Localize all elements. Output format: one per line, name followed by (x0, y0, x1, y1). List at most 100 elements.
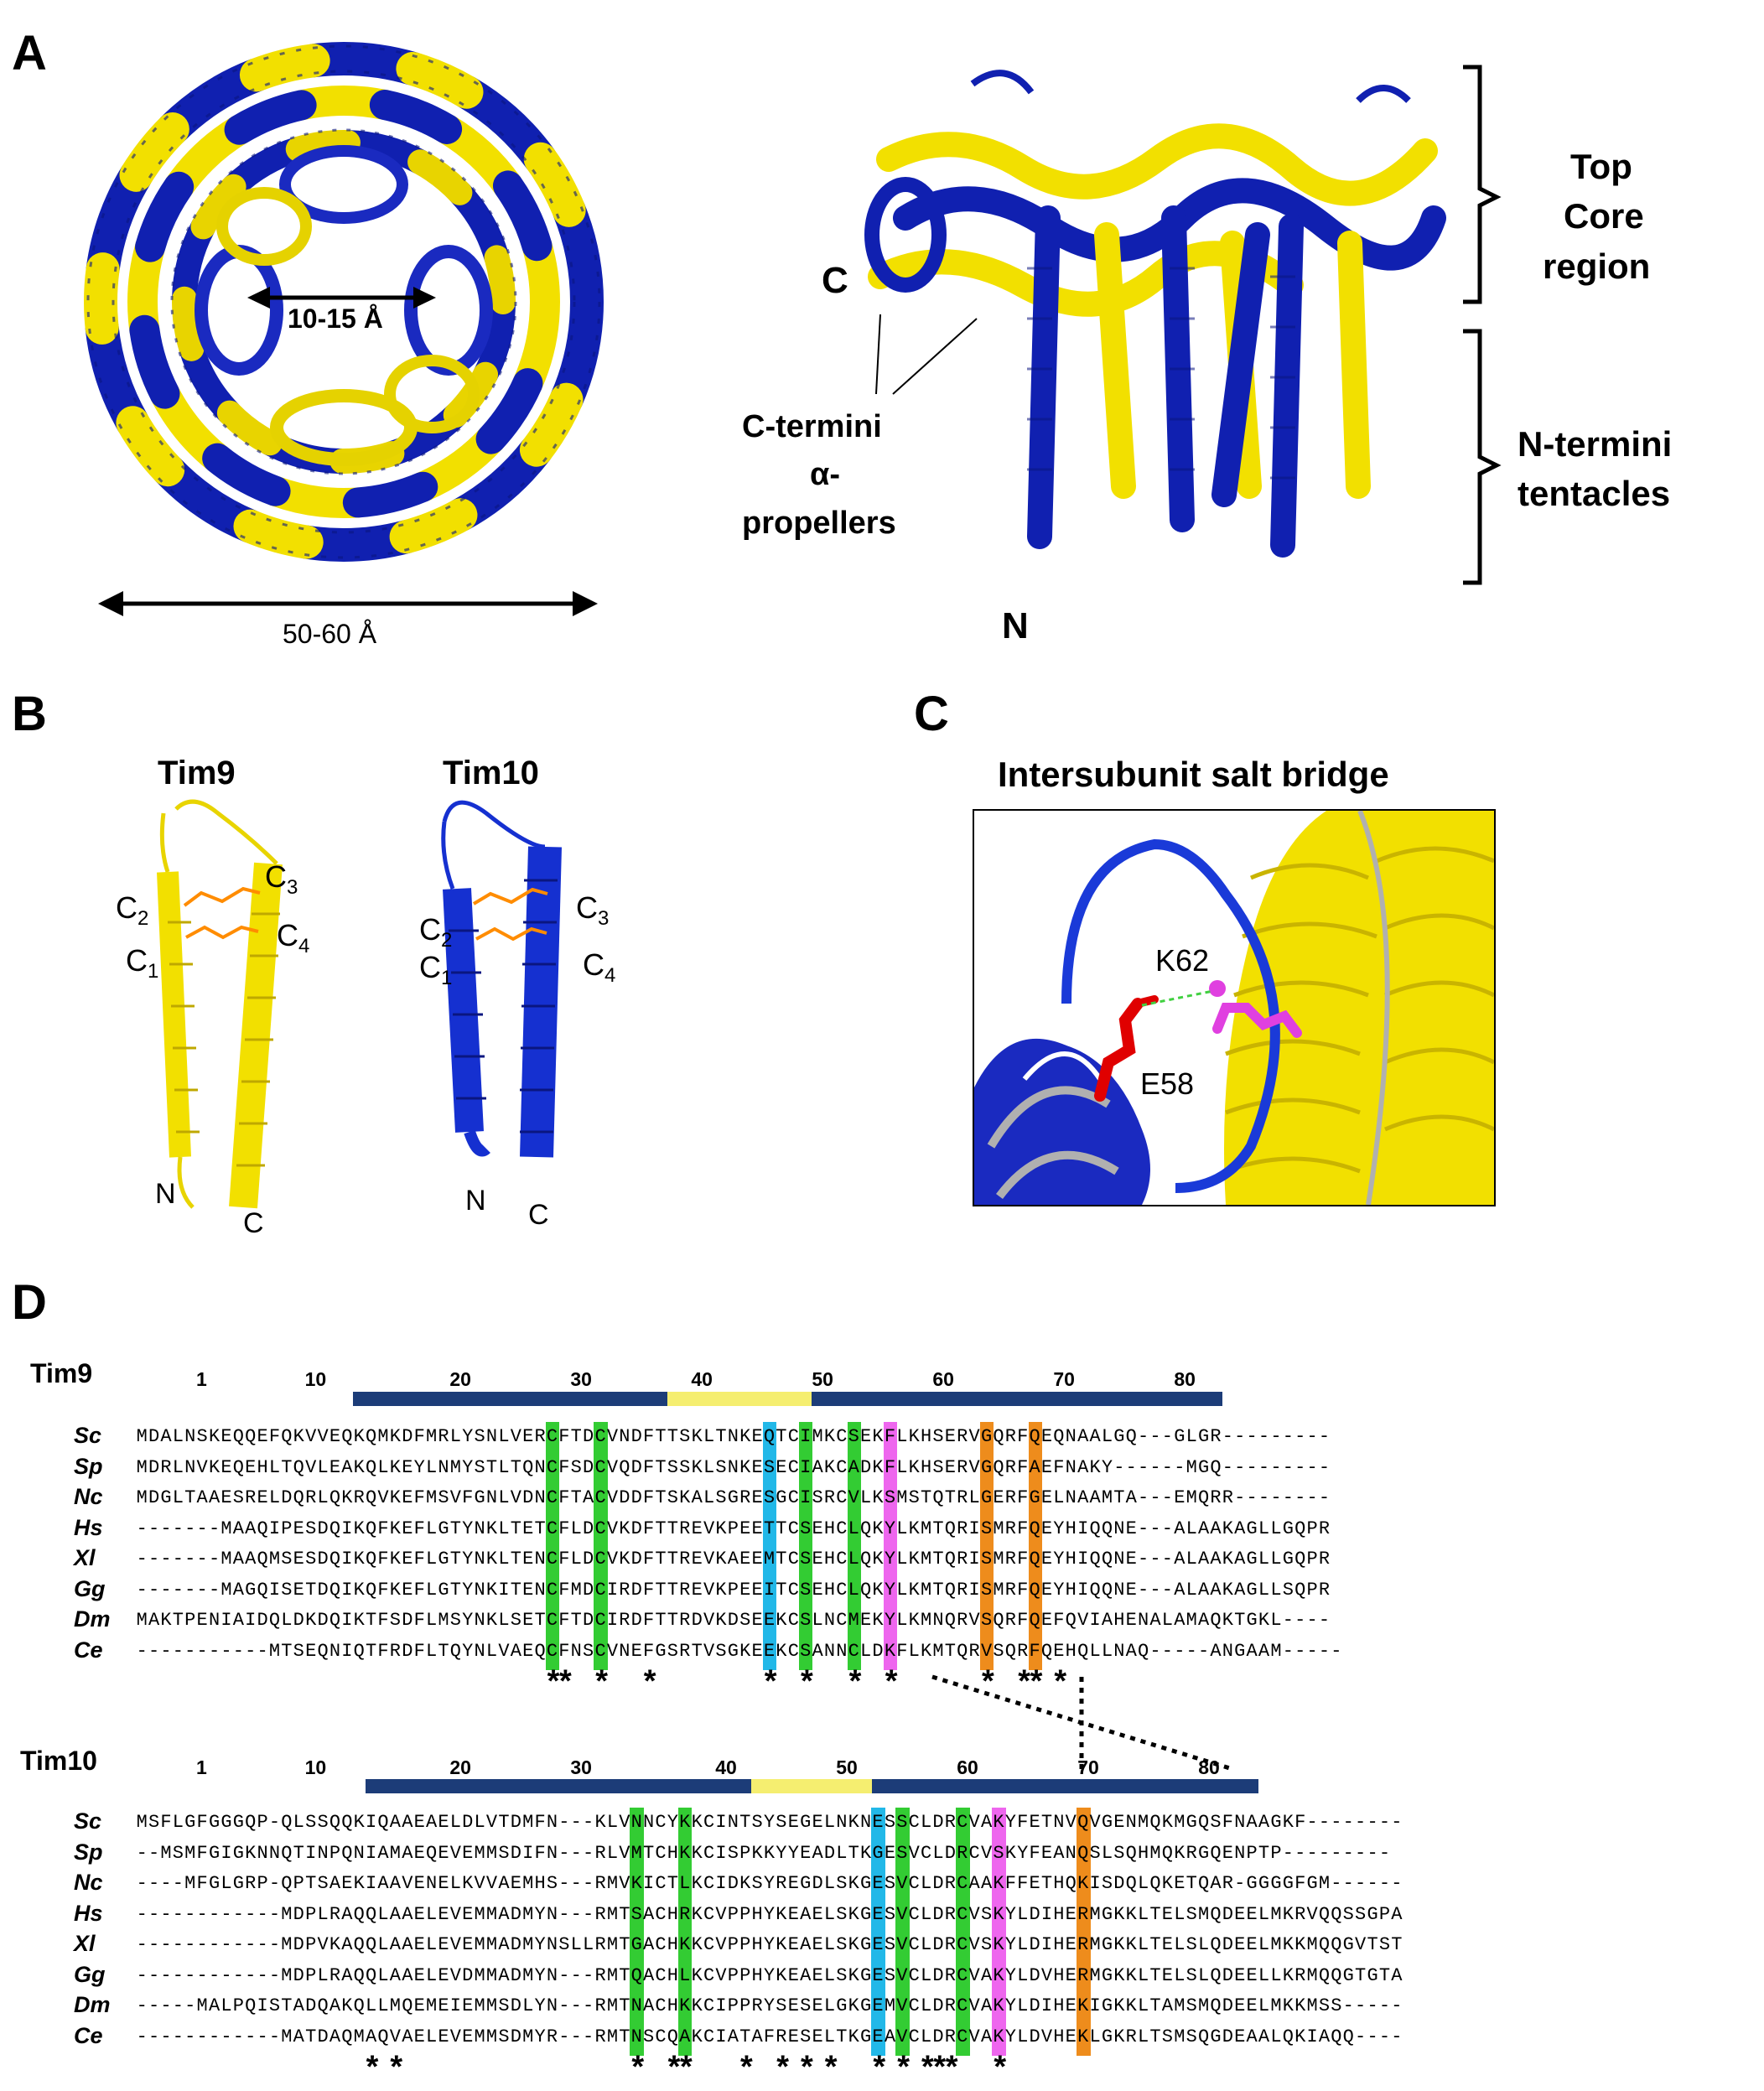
conservation-star: * (628, 2052, 648, 2088)
position-label: 50 (812, 1368, 833, 1390)
tim10-structure (441, 800, 562, 1158)
sequence-row: --MSMFGIGKNNQTINPQNIAMAEQEVEMMSDIFN---RL… (136, 1842, 1391, 1864)
species-label: Nc (74, 1484, 103, 1509)
conservation-star: * (869, 2052, 890, 2088)
position-label: 70 (1053, 1368, 1075, 1390)
tim9-title: Tim9 (158, 755, 236, 791)
salt-bridge-box (973, 809, 1496, 1206)
tim10-n-terminus: N (465, 1185, 486, 1217)
tim9-alignment-title: Tim9 (30, 1358, 93, 1388)
tentacles-label-line1: N-termini (1518, 424, 1673, 464)
sequence-row: ------------MDPLRAQQLAAELEVEMMADMYN---RM… (136, 1903, 1403, 1925)
sequence-row: -----MALPQISTADQAKQLLMQEMEIEMMSDLYN---RM… (136, 1995, 1403, 2016)
tim10-alignment-title: Tim10 (20, 1746, 97, 1776)
panel-d-letter: D (12, 1275, 47, 1330)
sequence-row: MAKTPENIAIDQLDKDQIKTFSDFLMSYNKLSETCFTDCI… (136, 1610, 1331, 1631)
species-label: Nc (74, 1870, 103, 1895)
sequence-row: -----------MTSEQNIQTFRDFLTQYNLVAEQCFNSCV… (136, 1640, 1342, 1662)
diameter-label: 50-60 Å (283, 619, 377, 649)
conserved-column-highlight (980, 1422, 994, 1670)
conservation-star: * (881, 1667, 901, 1703)
position-label: 50 (836, 1756, 858, 1778)
tentacles-label-line2: tentacles (1518, 474, 1671, 513)
conservation-star: * (1026, 1667, 1046, 1703)
sequence-row: ----MFGLGRP-QPTSAEKIAAVENELKVVAEMHS---RM… (136, 1873, 1403, 1894)
sequence-row: MDRLNVKEQEHLTQVLEAKQLKEYLNMYSTLTQNCFSDCV… (136, 1456, 1331, 1478)
conservation-star: * (797, 1667, 817, 1703)
conserved-column-highlight (545, 1422, 559, 1670)
conserved-column-highlight (871, 1808, 885, 2056)
conserved-column-highlight (883, 1422, 898, 1670)
pore-size-label: 10-15 Å (288, 304, 383, 334)
position-label: 20 (449, 1368, 471, 1390)
conservation-star: * (990, 2052, 1010, 2088)
position-label: 1 (196, 1756, 207, 1778)
c-termini-label-line3: propellers (742, 506, 896, 541)
species-label: Sc (74, 1423, 102, 1448)
conservation-star: * (821, 2052, 841, 2088)
species-label: Gg (74, 1575, 106, 1601)
helix-bar (812, 1392, 1222, 1406)
sequence-row: -------MAAQMSESDQIKQFKEFLGTYNKLTENCFLDCV… (136, 1549, 1331, 1570)
sequence-row: ------------MDPLRAQQLAAELEVDMMADMYN---RM… (136, 1964, 1403, 1986)
conservation-star: * (592, 1667, 611, 1703)
e58-label: E58 (1140, 1066, 1195, 1101)
tim9-c-terminus: C (243, 1207, 264, 1239)
conservation-star: * (737, 2052, 756, 2088)
conservation-star: * (760, 1667, 781, 1703)
sequence-row: -------MAGQISETDQIKQFKEFLGTYNKITENCFMDCI… (136, 1579, 1331, 1601)
position-label: 60 (957, 1756, 978, 1778)
conservation-star: * (1051, 1667, 1071, 1703)
conservation-star: * (773, 2052, 792, 2088)
conservation-star: * (664, 2052, 684, 2088)
tim9-n-terminus: N (155, 1178, 176, 1210)
conserved-column-highlight (762, 1422, 777, 1670)
conserved-column-highlight (992, 1808, 1006, 2056)
tim10-c-terminus: C (528, 1199, 549, 1231)
hexamer-top-view (84, 42, 604, 562)
top-core-label-line3: region (1543, 246, 1651, 286)
conservation-star: * (845, 1667, 865, 1703)
position-label: 10 (304, 1368, 327, 1390)
conserved-column-highlight (678, 1808, 693, 2056)
conservation-star: * (640, 1667, 660, 1703)
position-label: 20 (449, 1756, 471, 1778)
conservation-star: * (677, 2052, 696, 2088)
panel-b-letter: B (12, 687, 47, 741)
position-label: 80 (1198, 1756, 1220, 1778)
conservation-star: * (918, 2052, 937, 2088)
panel-c-letter: C (914, 687, 949, 741)
c-terminus-label: C (822, 260, 848, 301)
top-core-label-line2: Core (1564, 196, 1644, 236)
c-termini-label-line2: α- (810, 457, 841, 492)
conservation-star: * (942, 2052, 962, 2088)
salt-bridge-structure (974, 811, 1494, 1205)
helix-bar (365, 1779, 752, 1793)
helix-bar (353, 1392, 667, 1406)
tim9-c1: C1 (126, 943, 159, 983)
conserved-column-highlight (630, 1808, 644, 2056)
species-label: Sc (74, 1808, 102, 1834)
species-label: Xl (74, 1931, 96, 1956)
conservation-star: * (978, 1667, 998, 1703)
position-label: 1 (196, 1368, 207, 1390)
loop-bar (751, 1779, 873, 1793)
loop-bar (667, 1392, 812, 1406)
position-label: 10 (304, 1756, 327, 1778)
panel-a-letter: A (12, 26, 47, 80)
conserved-column-highlight (1028, 1422, 1042, 1670)
species-label: Sp (74, 1453, 103, 1479)
n-terminus-label: N (1002, 605, 1029, 646)
species-label: Hs (74, 1900, 103, 1926)
sequence-row: MDALNSKEQQEFQKVVEQKQMKDFMRLYSNLVERCFTDCV… (136, 1426, 1331, 1447)
tim10-title: Tim10 (443, 755, 539, 791)
position-label: 70 (1077, 1756, 1099, 1778)
sequence-row: MSFLGFGGGQP-QLSSQQKIQAAEAELDLVTDMFN---KL… (136, 1812, 1403, 1833)
sequence-row: -------MAAQIPESDQIKQFKEFLGTYNKLTETCFLDCV… (136, 1518, 1331, 1539)
conserved-column-highlight (895, 1808, 910, 2056)
tim9-structure (157, 799, 283, 1209)
conservation-star: * (387, 2052, 407, 2088)
top-core-label-line1: Top (1570, 147, 1632, 186)
conserved-column-highlight (1077, 1808, 1091, 2056)
conservation-star: * (894, 2052, 913, 2088)
